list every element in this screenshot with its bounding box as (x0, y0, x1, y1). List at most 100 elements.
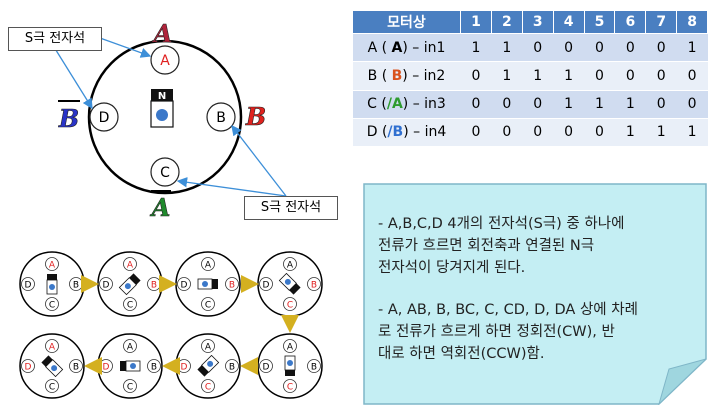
table-cell: 1 (584, 89, 615, 119)
phase-a-label: A (152, 19, 173, 48)
step-pole-label: D (263, 281, 270, 291)
step-pole (147, 359, 161, 373)
step-pole-label: B (311, 363, 317, 373)
step-pole-label: C (49, 301, 55, 311)
table-cell: 0 (584, 117, 615, 146)
step-rotor (46, 274, 58, 295)
step-pole (259, 277, 273, 291)
table-cell: 1 (460, 32, 492, 62)
table-header-cell: 8 (676, 10, 708, 34)
step-pole-label: C (127, 301, 133, 311)
step-pole-label: B (73, 363, 79, 373)
step-rotor (278, 272, 301, 295)
step-pole (123, 297, 137, 311)
step-pole (259, 359, 273, 373)
step-pole (283, 339, 297, 353)
step-pole-label: B (151, 281, 157, 291)
pole-b-label: B (216, 110, 226, 126)
step-pole (45, 297, 59, 311)
step-pole (283, 257, 297, 271)
step-pole-label: D (263, 363, 270, 373)
table-cell: 0 (522, 117, 554, 146)
step-pole-label: A (287, 343, 294, 353)
step-pole (69, 359, 83, 373)
table-cell: 0 (676, 61, 708, 91)
table-cell: 0 (522, 32, 554, 62)
pole-a: A (150, 45, 180, 75)
callout-top: S극 전자석 (8, 27, 102, 51)
rotor-label: N (158, 91, 166, 102)
table-cell: 1 (676, 117, 708, 146)
step-pole (123, 339, 137, 353)
table-cell: 1 (614, 117, 646, 146)
table-cell: 1 (491, 61, 523, 91)
table-cell: 0 (460, 61, 492, 91)
table-header-cell: 5 (583, 10, 616, 34)
pole-c: C (150, 157, 180, 187)
callout-arrow (99, 37, 152, 58)
table-header-row: 모터상 1 2 3 4 5 6 7 8 (352, 10, 708, 34)
step-rotor (118, 273, 141, 296)
row-label: B ( B) – in2 (352, 61, 461, 91)
table-cell: 1 (676, 32, 708, 62)
table-cell: 0 (584, 32, 615, 62)
table-cell: 1 (553, 89, 584, 119)
rotor-magnet: N (150, 89, 174, 128)
step-pole (201, 297, 215, 311)
phase-a-bar-label: A (149, 190, 171, 222)
step-pole-label: A (49, 261, 56, 271)
table-cell: 0 (584, 61, 615, 91)
row-label: D (/B) – in4 (352, 117, 461, 146)
table-cell: 1 (522, 61, 554, 91)
step-motor: A B C D (257, 251, 323, 317)
step-pole-label: D (103, 363, 110, 373)
table-cell: 0 (553, 32, 584, 62)
pole-d-label: D (99, 110, 110, 126)
step-rotor (197, 354, 220, 377)
step-pole-label: D (25, 363, 32, 373)
table-cell: 0 (676, 89, 708, 119)
table-header-cell: 3 (521, 10, 554, 34)
callout-bottom: S극 전자석 (244, 196, 338, 220)
table-cell: 0 (614, 32, 646, 62)
step-pole-label: B (229, 281, 235, 291)
step-pole (201, 257, 215, 271)
step-pole-label: B (311, 281, 317, 291)
table-header-cell: 2 (490, 10, 523, 34)
callout-arrow (53, 46, 93, 110)
step-pole-label: C (49, 383, 55, 393)
pole-c-label: C (160, 165, 170, 181)
step-pole-label: C (287, 383, 293, 393)
step-rotor (120, 360, 141, 372)
phase-b-label: B (245, 102, 266, 131)
table-cell: 1 (645, 117, 677, 146)
step-pole-label: B (73, 281, 79, 291)
table-cell: 0 (645, 32, 677, 62)
step-pole-label: D (181, 363, 188, 373)
motor-diagram: A B C D N A B B A (53, 19, 287, 222)
table-cell: 1 (491, 32, 523, 62)
table-cell: 1 (614, 89, 646, 119)
step-pole (307, 359, 321, 373)
table-header-cell: 4 (552, 10, 585, 34)
row-label: C (/A) – in3 (352, 89, 461, 119)
step-rotor (41, 355, 64, 378)
step-pole (225, 359, 239, 373)
step-pole (45, 379, 59, 393)
table-header-cell: 7 (645, 10, 678, 34)
step-pole (123, 379, 137, 393)
step-pole-label: C (287, 301, 293, 311)
step-pole (45, 257, 59, 271)
callout-arrow (176, 177, 287, 197)
step-pole-label: A (287, 261, 294, 271)
row-label: A ( A) – in1 (352, 32, 461, 62)
note-box (363, 183, 707, 405)
step-pole-label: D (25, 281, 32, 291)
table-header-cell: 1 (460, 10, 492, 34)
